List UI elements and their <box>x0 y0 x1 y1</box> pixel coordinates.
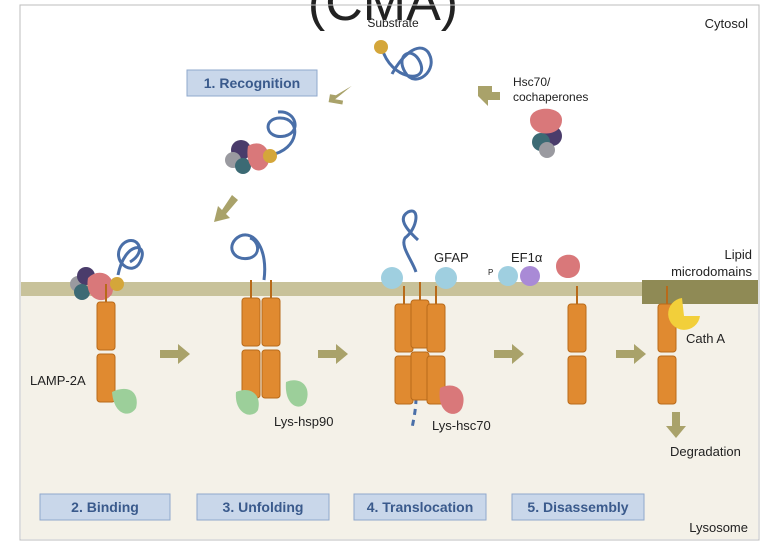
arrow-translocation-to-disassembly <box>494 344 524 364</box>
diagram-frame <box>19 4 760 541</box>
lamp2a-monomer-released <box>567 285 587 405</box>
ef1a-protein <box>520 266 540 286</box>
cath-a-enzyme <box>668 298 700 330</box>
step-translocation-box: 4. Translocation <box>353 493 487 521</box>
lamp2a-monomer <box>96 283 116 403</box>
arrow-to-degradation <box>666 412 686 438</box>
lys-hsp90-right <box>285 380 308 407</box>
step-binding-box: 2. Binding <box>39 493 171 521</box>
lamp2a-dimer-left <box>241 279 261 399</box>
hsc70-label-line2: cochaperones <box>513 90 588 104</box>
hsc70-complex <box>530 108 562 158</box>
lamp2a-multimer-1 <box>394 285 414 405</box>
recognition-complex <box>225 110 297 174</box>
arrow-recognition-to-binding <box>214 195 238 222</box>
step-unfolding-box: 3. Unfolding <box>196 493 330 521</box>
cytosol-label: Cytosol <box>705 16 748 31</box>
lamp2a-dimer-right <box>261 279 281 399</box>
arrow-binding-to-unfolding <box>160 344 190 364</box>
arrow-disassembly-to-degradation <box>616 344 646 364</box>
step-unfolding-label: 3. Unfolding <box>223 499 304 515</box>
arrow-unfolding-to-translocation <box>318 344 348 364</box>
degradation-label: Degradation <box>670 444 741 459</box>
step-translocation-label: 4. Translocation <box>367 499 474 515</box>
arrow-substrate-to-recognition <box>328 85 352 105</box>
arrow-hsc70-to-substrate <box>478 86 500 106</box>
lys-hsp90-binding <box>112 388 137 414</box>
lamp2a-label: LAMP-2A <box>30 373 86 388</box>
gfap-label: GFAP <box>434 250 469 265</box>
released-hsc70 <box>556 254 580 278</box>
substrate-label: Substrate <box>367 16 419 30</box>
ef1a-gfap-protein <box>498 266 518 286</box>
hsc70-label-line1: Hsc70/ <box>513 75 551 89</box>
lipid-label-line1: Lipid <box>725 247 752 262</box>
ef1a-label: EF1α <box>511 250 543 265</box>
lamp2a-multimer-3 <box>426 285 446 405</box>
translocating-substrate <box>401 209 420 429</box>
lysosome-label: Lysosome <box>689 520 748 535</box>
lipid-label-line2: microdomains <box>671 264 752 279</box>
binding-substrate <box>70 239 144 301</box>
step-recognition-label: 1. Recognition <box>204 75 300 91</box>
gfap-protein-left <box>381 267 403 289</box>
lys-hsc70-protein <box>439 385 464 414</box>
step-binding-label: 2. Binding <box>71 499 139 515</box>
step-disassembly-label: 5. Disassembly <box>527 499 628 515</box>
lys-hsp90-left <box>235 390 259 415</box>
lamp2a-multimer-2 <box>410 281 430 401</box>
phospho-label: P <box>488 268 493 277</box>
lys-hsc70-label: Lys-hsc70 <box>432 418 491 433</box>
lipid-microdomain <box>642 280 758 304</box>
step-recognition-box: 1. Recognition <box>186 69 318 97</box>
substrate-protein <box>374 40 433 81</box>
gfap-protein-right <box>435 267 457 289</box>
lys-hsp90-label: Lys-hsp90 <box>274 414 334 429</box>
lysosomal-membrane <box>21 282 758 296</box>
unfolding-substrate <box>230 233 267 281</box>
step-disassembly-box: 5. Disassembly <box>511 493 645 521</box>
cath-a-label: Cath A <box>686 331 725 346</box>
